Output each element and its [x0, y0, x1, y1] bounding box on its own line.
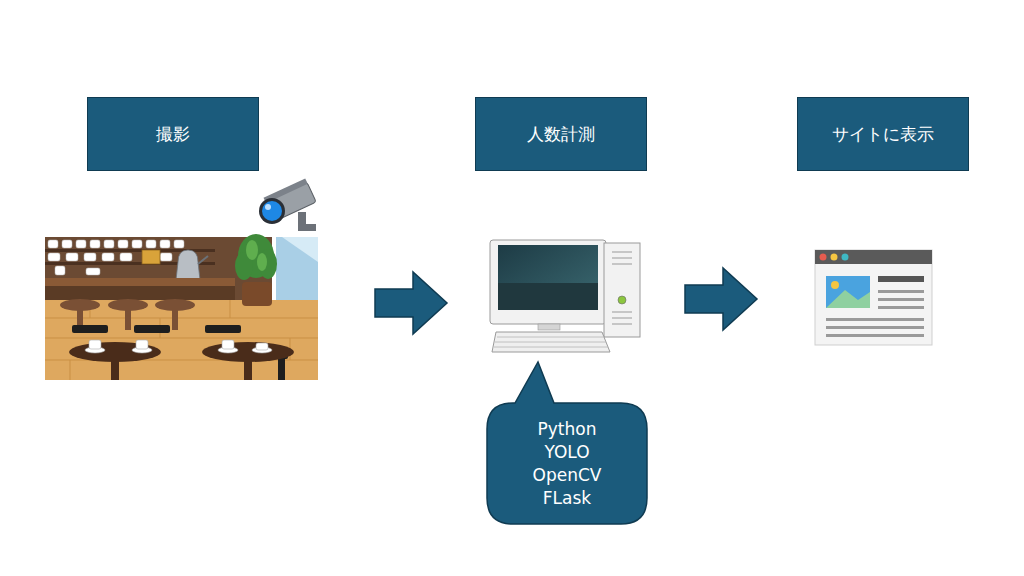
- cafe-illustration: [45, 234, 318, 380]
- stage-header: 撮影: [87, 97, 259, 171]
- speech-bubble-shape: [487, 362, 647, 524]
- callout-text: Python YOLO OpenCV FLask: [533, 418, 602, 510]
- stage-header: サイトに表示: [797, 97, 969, 171]
- stage-label: サイトに表示: [832, 124, 934, 144]
- stage-label: 人数計測: [527, 124, 595, 144]
- stage-header: 人数計測: [475, 97, 647, 171]
- camera-icon: [259, 178, 316, 231]
- flow-arrow: [375, 272, 447, 334]
- stage-label: 撮影: [156, 124, 190, 144]
- computer-icon: [490, 240, 640, 352]
- flow-arrow: [685, 268, 757, 330]
- browser-icon: [815, 250, 932, 345]
- speech-bubble: Python YOLO OpenCV FLask: [487, 403, 647, 524]
